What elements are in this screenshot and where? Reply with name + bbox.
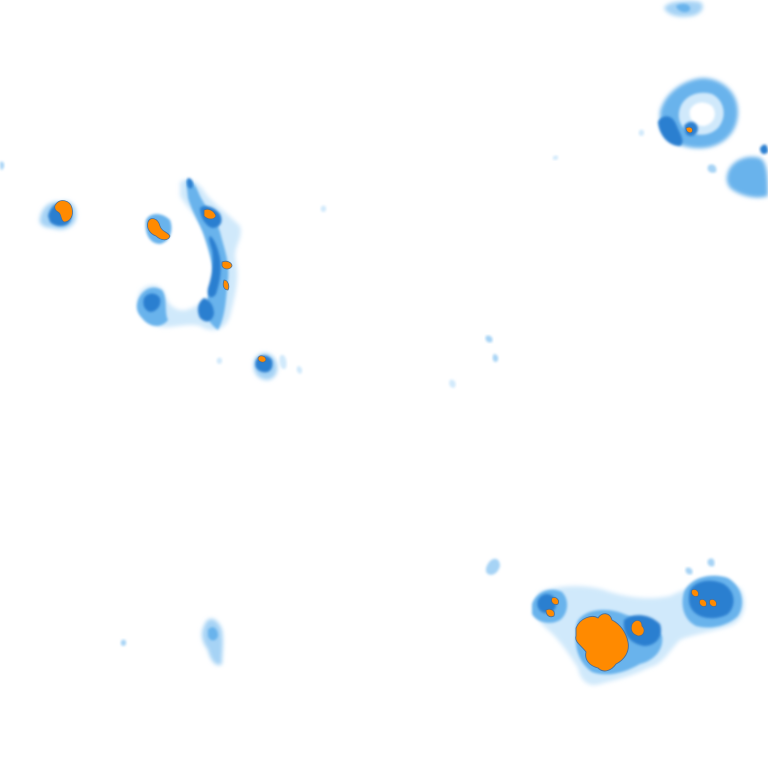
echo-intense	[203, 208, 217, 220]
echo-cell-south-west	[201, 618, 223, 666]
echo-dark	[760, 144, 768, 155]
echo-medium	[726, 156, 768, 198]
echo-intense	[699, 599, 707, 607]
echo-cell-central-west	[216, 353, 303, 380]
echo-dark	[658, 116, 683, 146]
echo-intense	[222, 279, 230, 291]
echo-intense	[691, 589, 699, 597]
echo-light	[552, 155, 559, 160]
echo-intense	[709, 599, 717, 607]
echo-intense	[545, 608, 555, 618]
echo-cluster-north-east	[638, 0, 768, 198]
echo-light	[449, 379, 456, 388]
echo-light	[120, 639, 127, 646]
echo-intense	[551, 597, 559, 605]
echo-intense	[257, 355, 267, 363]
echo-medium	[676, 3, 691, 13]
echo-scattered	[0, 155, 559, 646]
echo-light	[707, 558, 715, 567]
echo-light	[296, 366, 303, 374]
echo-light	[485, 335, 493, 343]
echo-cluster-far-west	[39, 200, 77, 230]
echo-light	[279, 354, 287, 370]
echo-light	[0, 161, 5, 170]
echo-dark	[187, 178, 193, 189]
echo-medium	[208, 627, 218, 641]
echo-light	[707, 164, 717, 173]
echo-light	[638, 129, 645, 136]
echo-light	[201, 618, 223, 666]
echo-dark	[197, 298, 214, 322]
echo-light	[689, 102, 715, 126]
echo-intense	[685, 126, 693, 134]
echo-cluster-south-east	[486, 558, 745, 686]
echo-intense	[221, 260, 233, 270]
echo-dark	[207, 236, 221, 298]
echo-light	[685, 567, 693, 575]
echo-intense	[630, 620, 645, 637]
echo-intense	[575, 613, 629, 672]
echo-intense	[54, 200, 73, 223]
echo-light	[486, 558, 500, 575]
echo-light	[320, 205, 327, 212]
echo-light	[492, 354, 499, 362]
echo-cluster-west	[136, 178, 241, 331]
echo-medium	[186, 179, 229, 330]
echo-intense	[147, 218, 171, 241]
echo-dark	[143, 293, 161, 312]
echo-light	[216, 357, 223, 364]
